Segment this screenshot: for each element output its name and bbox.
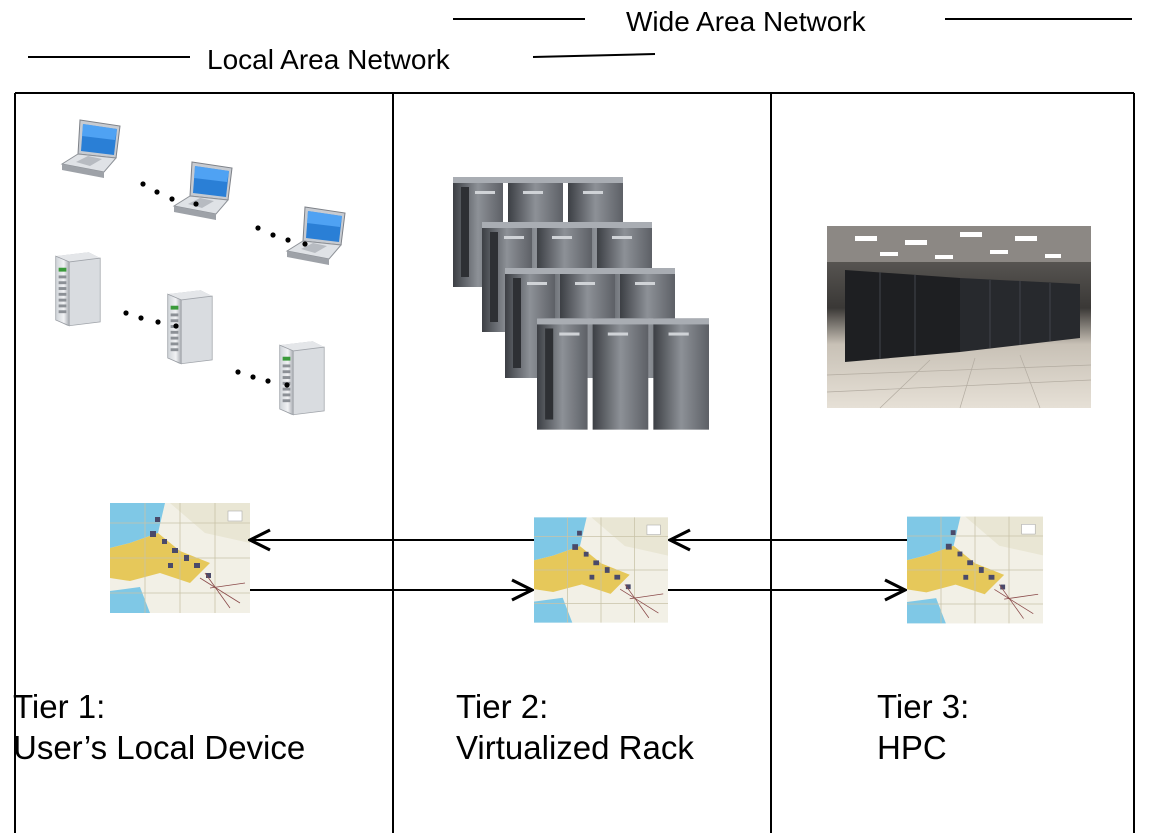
- tier1-label: Tier 1: User’s Local Device: [13, 686, 305, 769]
- map-thumbnail-icon: [534, 516, 668, 624]
- connection-dots: [123, 181, 308, 388]
- tier3-subtitle: HPC: [877, 729, 947, 767]
- data-flow-arrows: [250, 540, 907, 590]
- laptop-icon: [173, 161, 233, 221]
- tier2-racks: [453, 177, 709, 430]
- tier2-title: Tier 2:: [456, 688, 549, 725]
- laptop-icon: [61, 119, 121, 179]
- tier2-label: Tier 2: Virtualized Rack: [456, 686, 694, 769]
- rack-server-icon: [537, 318, 709, 430]
- laptop-icon: [286, 206, 346, 266]
- wan-label: Wide Area Network: [626, 6, 866, 37]
- lan-label: Local Area Network: [207, 44, 450, 75]
- tier3-title: Tier 3:: [877, 688, 970, 725]
- supercomputer-photo: [826, 226, 1092, 409]
- tier3-label: Tier 3: HPC: [877, 686, 969, 769]
- tier1-devices: [55, 119, 346, 416]
- tier2-subtitle: Virtualized Rack: [456, 729, 694, 767]
- map-thumbnail-icon: [907, 516, 1043, 624]
- tier1-title: Tier 1:: [13, 688, 106, 725]
- tower-server-icon: [279, 340, 325, 416]
- lan-bracket: [28, 53, 656, 58]
- tier1-subtitle: User’s Local Device: [13, 729, 306, 767]
- map-thumbnail-icon: [110, 502, 250, 614]
- tier-columns: [14, 92, 1135, 833]
- tower-server-icon: [55, 251, 101, 327]
